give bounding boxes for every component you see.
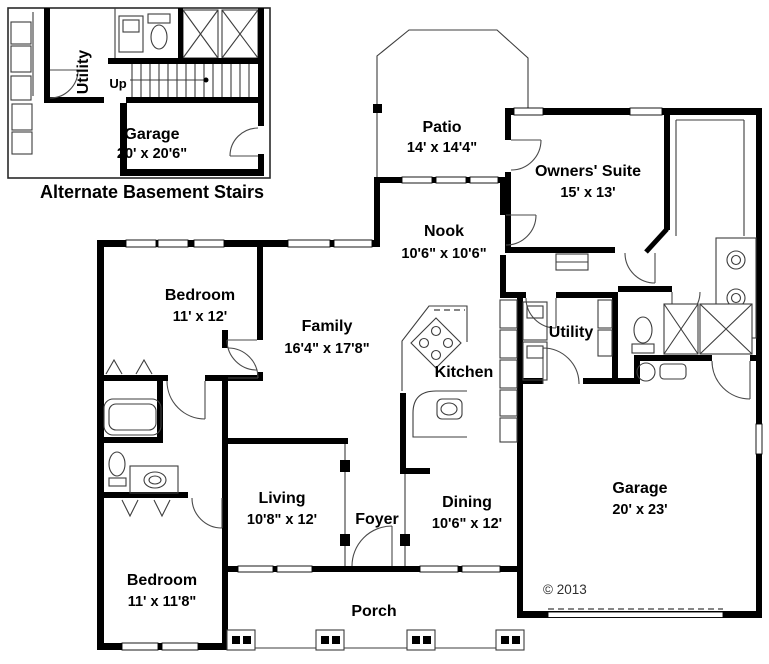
room-label-utility: Utility xyxy=(549,324,594,341)
closet-rod-icon xyxy=(675,119,745,236)
inset-garage-label: Garage xyxy=(124,126,179,143)
room-labels: Patio 14' x 14'4" Owners' Suite 15' x 13… xyxy=(127,119,668,620)
inset-walls xyxy=(44,8,264,176)
room-label-dining: Dining xyxy=(442,494,492,511)
patio-outline xyxy=(373,29,529,177)
inset-alternate-basement: Utility Up Garage 20' x 20'6" Alternate … xyxy=(7,7,271,202)
shower-icon xyxy=(182,9,259,59)
toilet-icon-hallbath xyxy=(108,451,127,487)
porch-pillar xyxy=(226,629,256,651)
porch-pillar xyxy=(315,629,345,651)
door-arcs xyxy=(166,139,751,567)
inset-cabinets xyxy=(10,8,116,155)
sink-icon-hallbath xyxy=(129,465,179,494)
inset-door-arcs xyxy=(49,69,259,157)
porch-pillar xyxy=(495,629,525,651)
patio-post xyxy=(373,104,382,113)
washer-icon xyxy=(118,15,144,53)
chevron-hangers xyxy=(105,358,171,518)
inset-garage-dims: 20' x 20'6" xyxy=(117,146,187,162)
inset-up-label: Up xyxy=(109,76,126,91)
copyright-text: © 2013 xyxy=(543,582,587,597)
room-dims-bedroom1: 11' x 12' xyxy=(173,309,227,325)
room-label-foyer: Foyer xyxy=(355,511,399,528)
room-label-living: Living xyxy=(258,490,305,507)
room-dims-bedroom2: 11' x 11'8" xyxy=(128,594,197,610)
stove-icon xyxy=(410,317,462,369)
inset-caption: Alternate Basement Stairs xyxy=(40,182,264,202)
room-label-porch: Porch xyxy=(351,603,396,620)
closet-angled-door xyxy=(644,227,669,254)
room-label-bedroom1: Bedroom xyxy=(165,287,235,304)
garage-door xyxy=(547,608,724,618)
inset-utility-label: Utility xyxy=(75,50,92,95)
room-label-family: Family xyxy=(302,318,353,335)
staircase xyxy=(130,64,250,97)
kitchen-sink-icon xyxy=(436,398,463,420)
kitchen-counter xyxy=(401,305,468,438)
room-dims-nook: 10'6" x 10'6" xyxy=(401,246,486,262)
bathtub-icon xyxy=(103,398,162,436)
toilet-icon xyxy=(147,13,171,50)
laundry-tub-icon xyxy=(636,362,687,382)
room-label-owners: Owners' Suite xyxy=(535,163,641,180)
room-label-bedroom2: Bedroom xyxy=(127,572,197,589)
porch-deck xyxy=(226,629,525,651)
room-dims-family: 16'4" x 17'8" xyxy=(284,341,369,357)
room-dims-living: 10'8" x 12' xyxy=(247,512,317,528)
room-dims-dining: 10'6" x 12' xyxy=(432,516,502,532)
linen-closet xyxy=(555,253,589,271)
porch-pillar xyxy=(406,629,436,651)
windows xyxy=(121,107,763,651)
toilet-icon-ownersbath xyxy=(631,316,655,354)
room-label-kitchen: Kitchen xyxy=(435,364,494,381)
room-dims-owners: 15' x 13' xyxy=(560,185,615,201)
washer-dryer-icon xyxy=(522,299,613,381)
shower-icon-ownersbath xyxy=(663,303,753,355)
inset-border xyxy=(7,7,271,179)
pantry-shelves xyxy=(499,299,518,443)
room-dims-garage: 20' x 23' xyxy=(612,502,667,518)
room-dims-patio: 14' x 14'4" xyxy=(407,140,477,156)
room-label-garage: Garage xyxy=(612,480,667,497)
room-label-patio: Patio xyxy=(422,119,461,136)
room-label-nook: Nook xyxy=(424,223,464,240)
foyer-columns xyxy=(340,444,410,566)
